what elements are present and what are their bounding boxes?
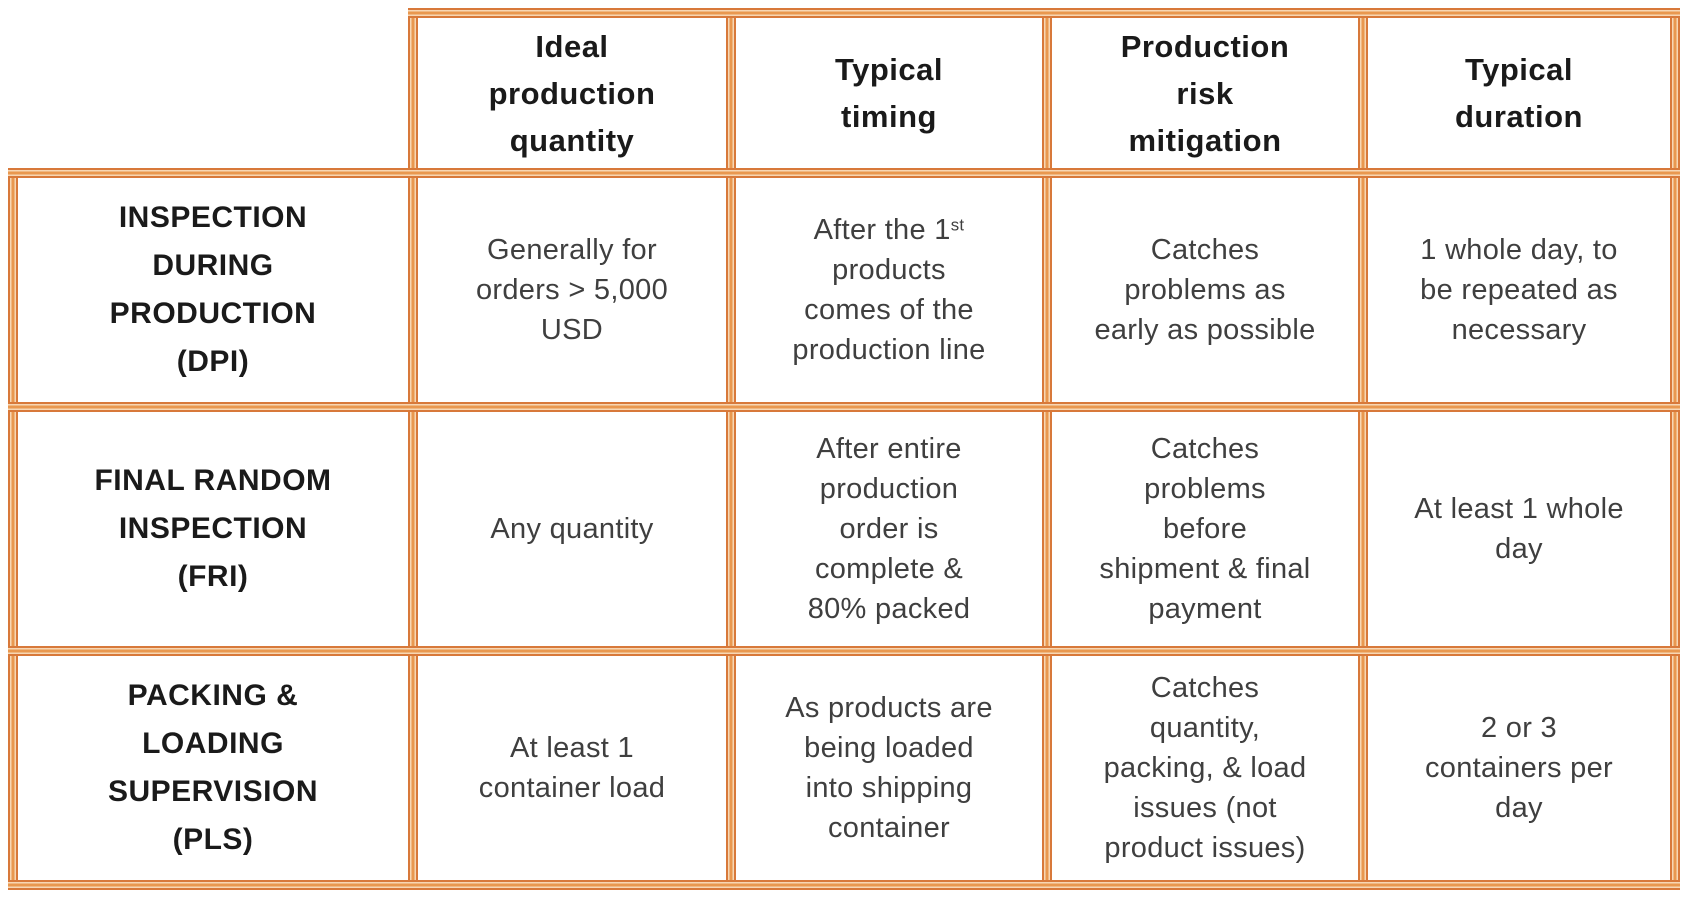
ordinal-superscript: st <box>950 215 965 235</box>
table-right-border-band <box>1670 8 1680 890</box>
row-divider-band-header <box>8 168 1680 178</box>
cell-fri-quantity: Any quantity <box>418 412 726 646</box>
column-divider-band-3 <box>1042 8 1052 890</box>
row-divider-band-1 <box>8 402 1680 412</box>
table-bottom-border-band <box>8 880 1680 890</box>
table-top-border-band <box>408 8 1680 18</box>
column-divider-band-4 <box>1358 8 1368 890</box>
cell-text: Any quantity <box>490 513 654 545</box>
cell-text-line-with-superscript: After the 1st <box>792 210 985 250</box>
table-left-border-band <box>8 168 18 890</box>
corner-cell <box>18 18 408 168</box>
column-divider-band-2 <box>726 8 736 890</box>
row-divider-band-2 <box>8 646 1680 656</box>
column-divider-band-1 <box>408 8 418 890</box>
timing-line1-text: After the 1 <box>813 214 951 246</box>
